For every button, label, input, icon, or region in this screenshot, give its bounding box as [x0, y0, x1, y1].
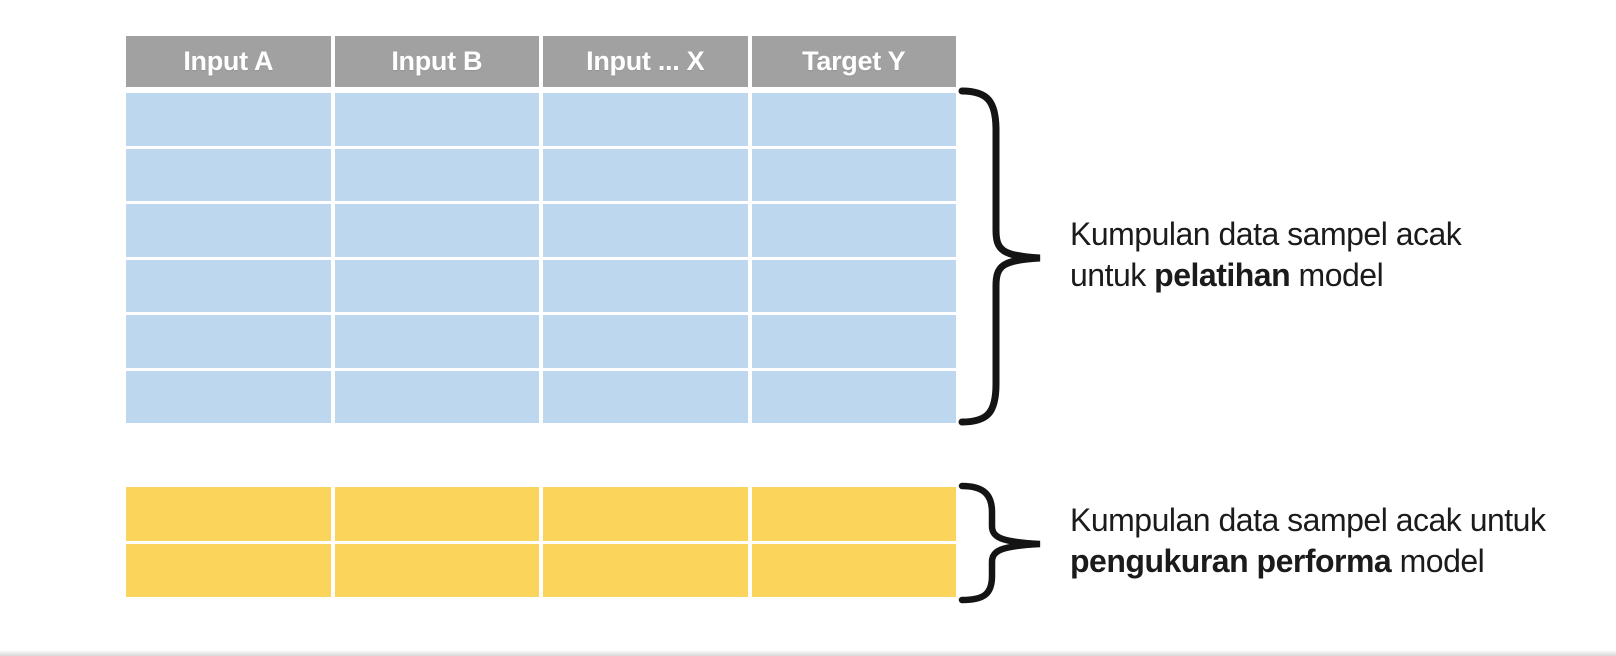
test-caption-line2-suffix: model [1391, 543, 1485, 579]
training-caption-line1: Kumpulan data sampel acak [1070, 216, 1462, 252]
training-row-cell [126, 370, 331, 423]
training-row-cell [126, 204, 331, 257]
training-row-cell [543, 93, 748, 146]
training-row-cell [126, 315, 331, 368]
table-header-row: Input A Input B Input ... X Target Y [126, 36, 956, 87]
training-row-cell [751, 370, 956, 423]
test-row-cell [334, 543, 539, 597]
training-row-cell [334, 315, 539, 368]
test-caption-line1: Kumpulan data sampel acak untuk [1070, 502, 1546, 538]
training-row-cell [751, 93, 956, 146]
column-header-input-a: Input A [126, 36, 331, 87]
test-row-cell [751, 543, 956, 597]
test-row-cell [126, 487, 331, 541]
column-header-input-b: Input B [334, 36, 539, 87]
training-row-cell [334, 370, 539, 423]
test-brace [958, 482, 1041, 604]
training-row-cell [334, 93, 539, 146]
training-row-cell [543, 204, 748, 257]
training-row-cell [543, 315, 748, 368]
test-row-cell [126, 543, 331, 597]
training-caption-line2-suffix: model [1290, 257, 1384, 293]
training-caption-bold: pelatihan [1154, 257, 1291, 293]
column-header-input-x: Input ... X [543, 36, 748, 87]
training-row-cell [126, 148, 331, 201]
training-row-cell [334, 204, 539, 257]
bottom-edge-shadow [0, 650, 1616, 656]
test-row-cell [543, 487, 748, 541]
training-row-cell [543, 370, 748, 423]
training-row-cell [126, 93, 331, 146]
test-row-cell [334, 487, 539, 541]
training-caption: Kumpulan data sampel acak untuk pelatiha… [1070, 214, 1462, 296]
column-header-target-y: Target Y [751, 36, 956, 87]
training-caption-line2-prefix: untuk [1070, 257, 1155, 293]
training-row-cell [126, 259, 331, 312]
test-caption: Kumpulan data sampel acak untuk pengukur… [1070, 500, 1546, 582]
training-row-cell [751, 315, 956, 368]
training-row-cell [751, 259, 956, 312]
training-row-cell [543, 259, 748, 312]
training-brace [958, 87, 1041, 426]
test-data-rows [126, 487, 956, 597]
training-data-rows [126, 93, 956, 423]
test-row-cell [543, 543, 748, 597]
test-caption-bold: pengukuran performa [1070, 543, 1392, 579]
training-row-cell [751, 148, 956, 201]
training-row-cell [543, 148, 748, 201]
test-row-cell [751, 487, 956, 541]
training-row-cell [334, 148, 539, 201]
training-row-cell [334, 259, 539, 312]
training-row-cell [751, 204, 956, 257]
